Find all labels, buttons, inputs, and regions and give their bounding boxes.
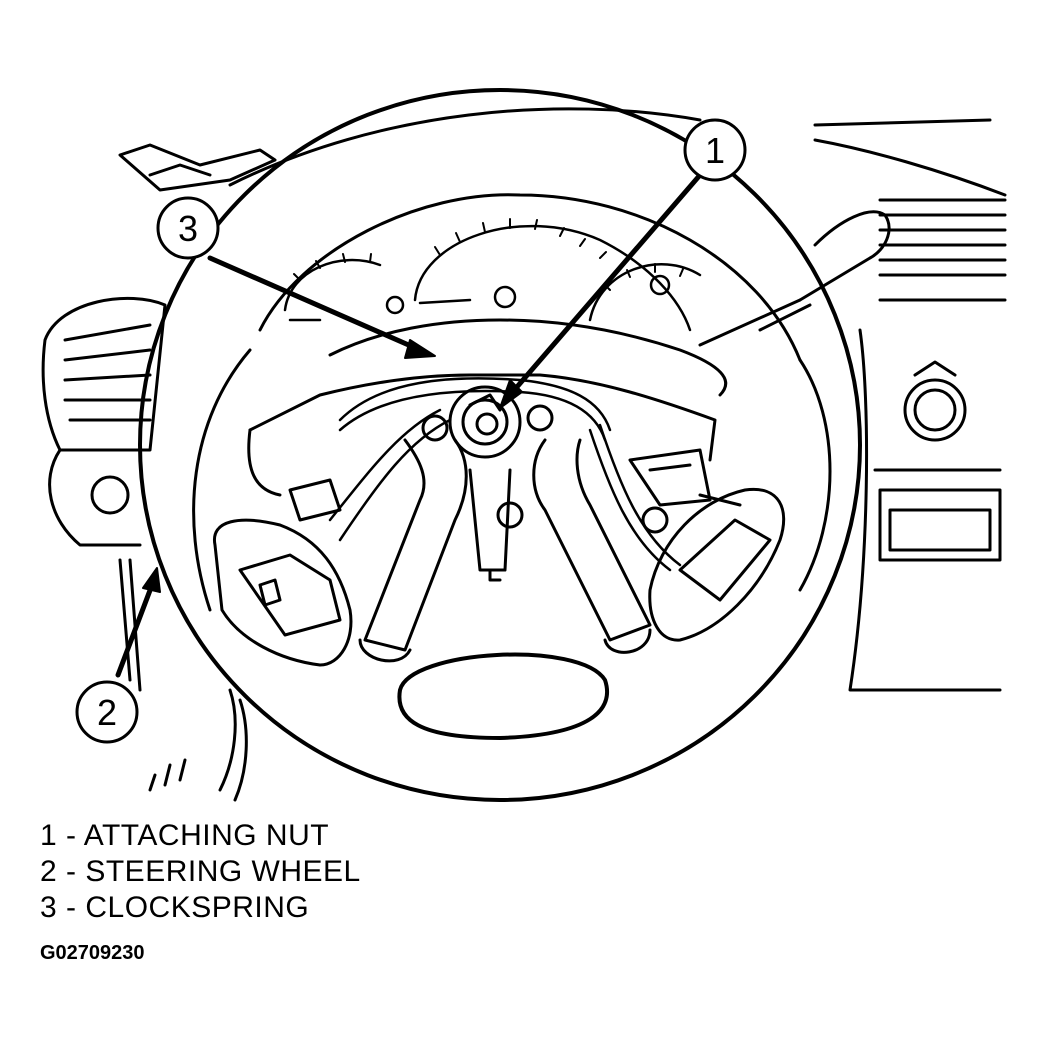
legend-item-attaching-nut: 1 - ATTACHING NUT [40,819,330,852]
callout-2: 2 [75,680,139,744]
dashboard-outline [228,107,1007,692]
callout-1: 1 [683,118,747,182]
arrowhead-3 [404,339,436,359]
left-vent [41,296,167,547]
figure-id: G02709230 [40,942,145,964]
gauge-ticks [293,218,684,291]
arrowhead-1 [499,379,523,409]
steering-column [118,558,248,802]
right-control-knob [903,360,967,442]
steering-wheel-hub [247,318,728,582]
right-stalk [698,210,891,347]
legend: 1 - ATTACHING NUT 2 - STEERING WHEEL 3 -… [40,818,361,926]
lower-pad [397,652,610,740]
leader-line-2 [115,582,155,678]
legend-item-steering-wheel: 2 - STEERING WHEEL [40,855,361,888]
callout-3: 3 [156,196,220,260]
legend-item-clockspring: 3 - CLOCKSPRING [40,891,310,924]
steering-wheel-rim [138,88,862,802]
wheel-spokes [358,438,652,663]
right-bracket [628,448,712,507]
arrowhead-2 [142,567,161,593]
top-bracket [118,143,277,192]
leader-line-1 [507,172,703,398]
right-switch-module [648,487,786,642]
leader-line-3 [207,255,423,353]
callout-3-number: 3 [178,208,198,249]
left-switch-module [213,478,353,667]
callout-2-number: 2 [97,692,117,733]
callout-1-number: 1 [705,130,725,171]
